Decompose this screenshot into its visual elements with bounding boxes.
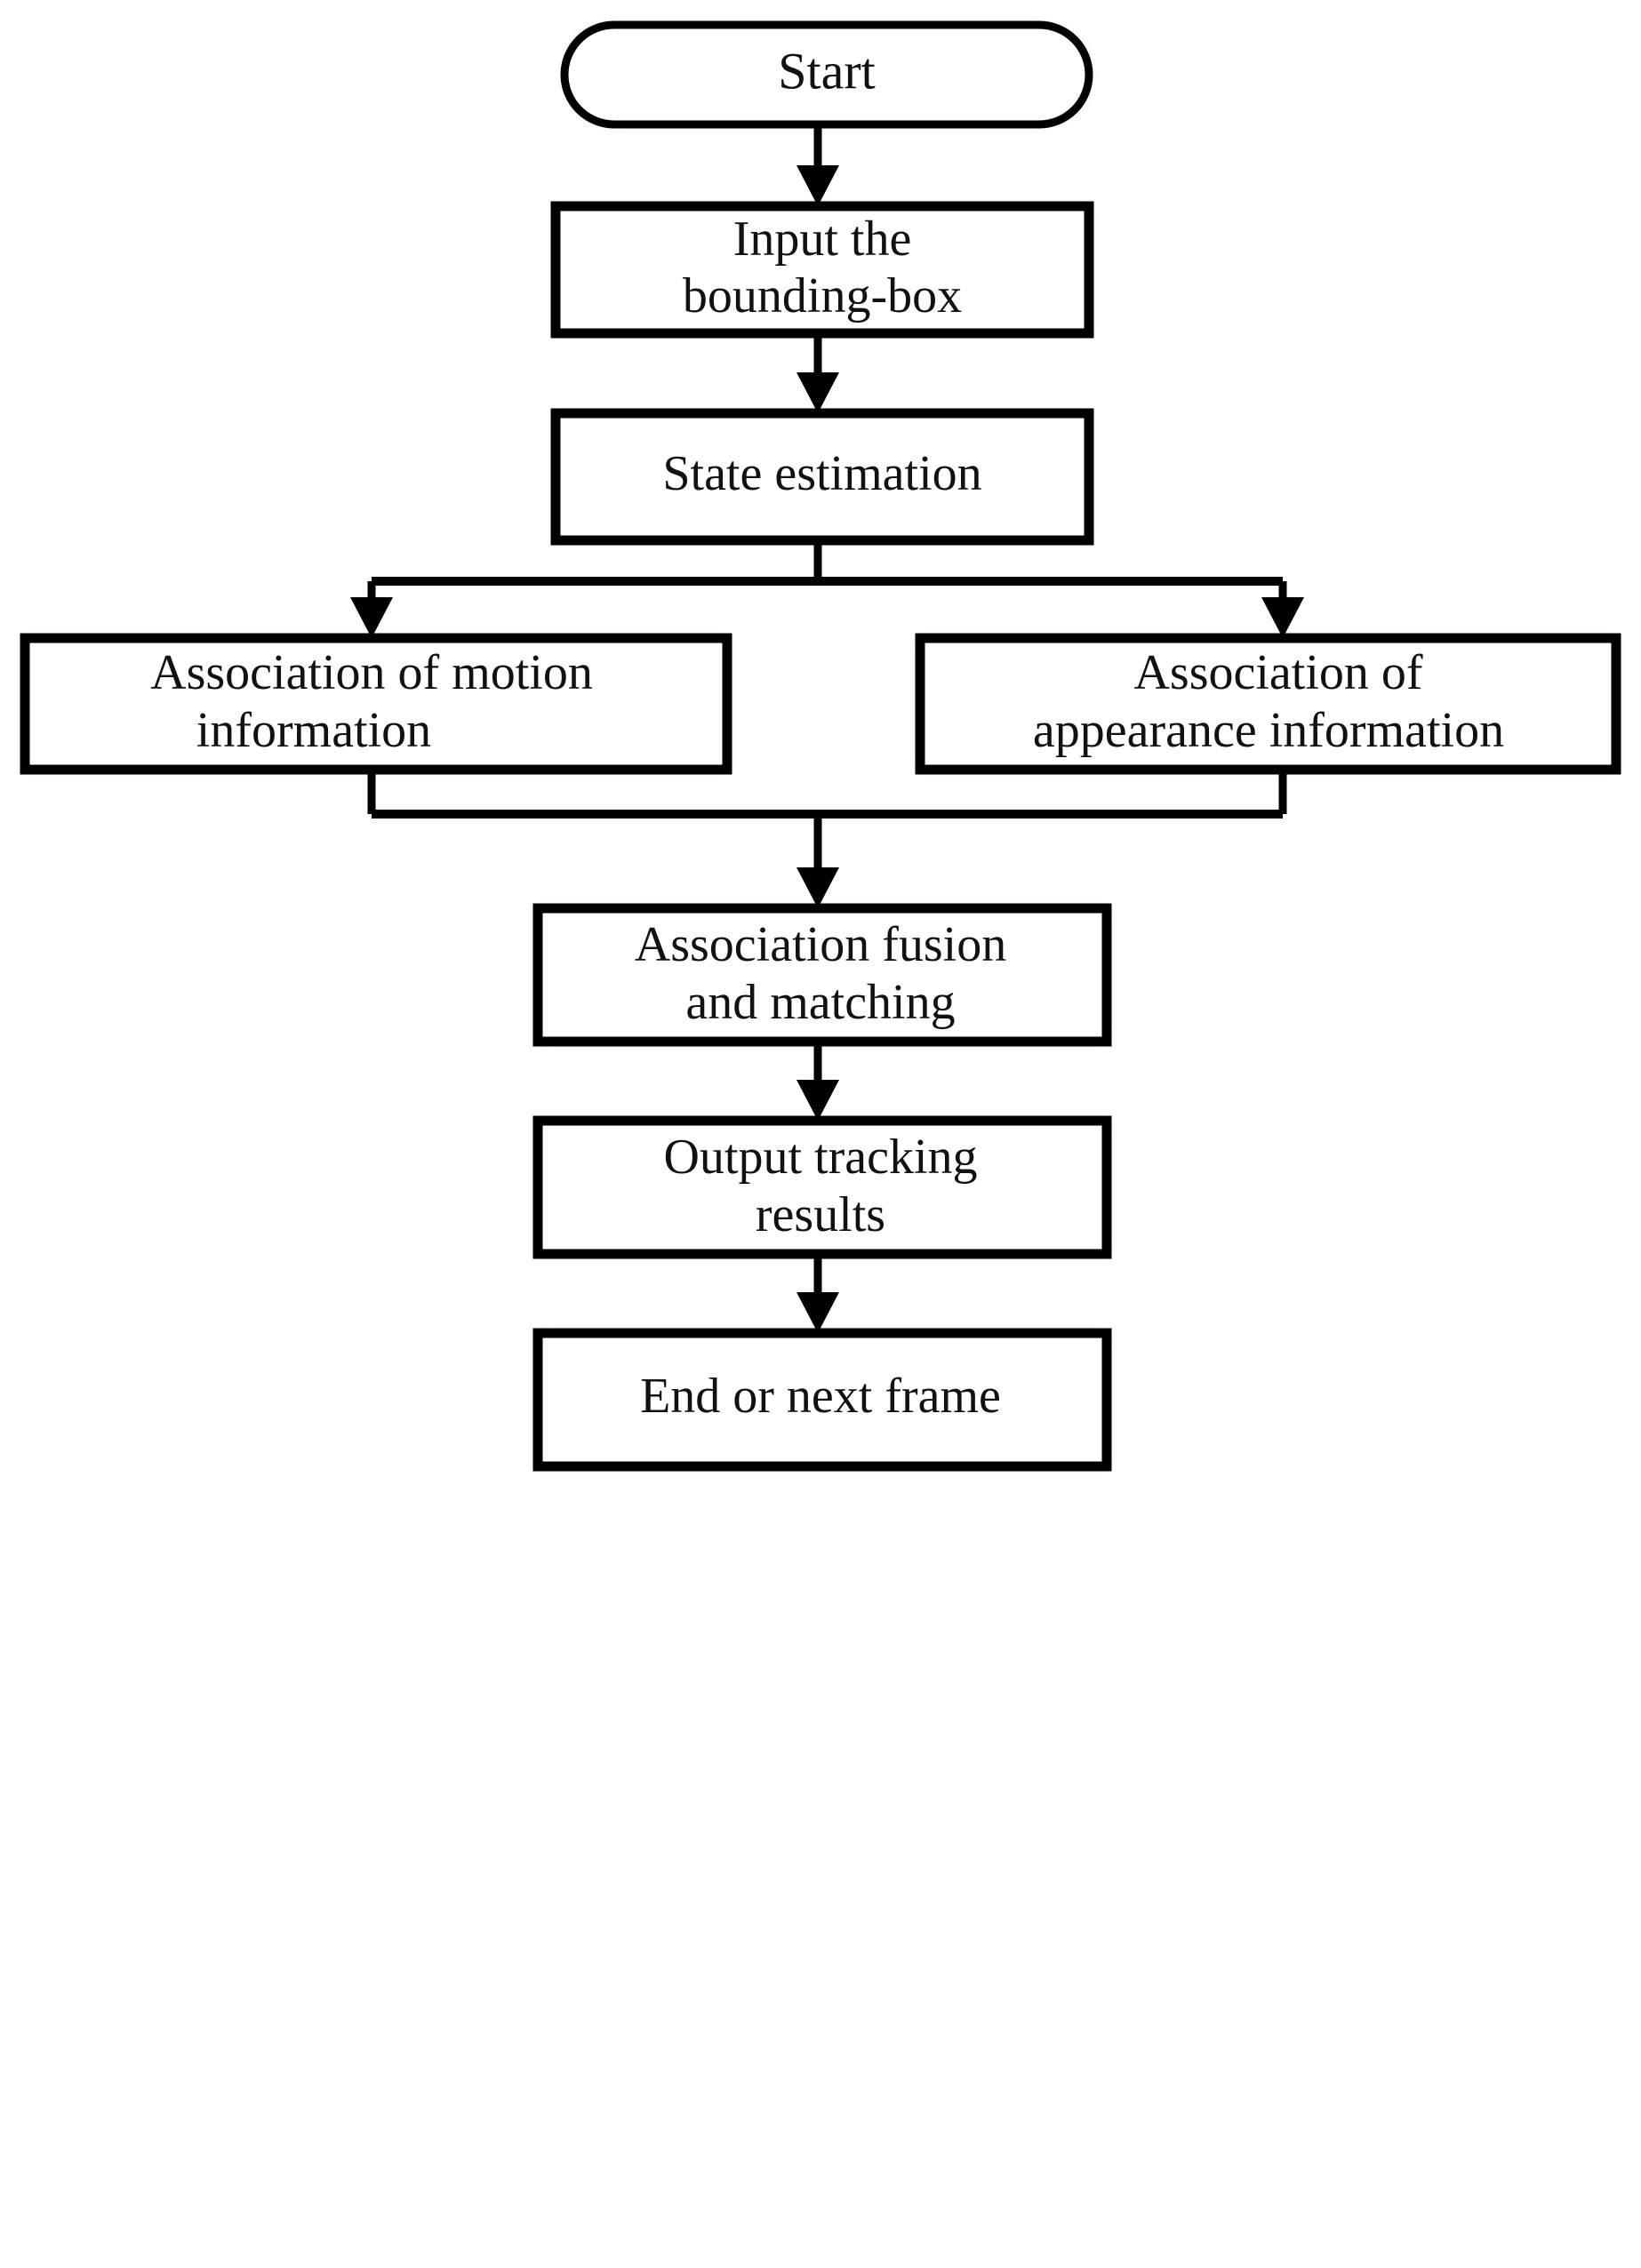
input-bounding-box-shape: [550, 201, 1094, 339]
edge-state-to-branch-bar: [372, 540, 1283, 586]
association-appearance-label-line1: Association of: [1133, 645, 1422, 700]
input-bounding-box-label-line1: Input the: [733, 212, 912, 267]
end-next-frame-shape: [532, 1328, 1112, 1472]
association-fusion-label-line2: and matching: [685, 975, 955, 1030]
node-association-appearance[interactable]: Association of appearance information: [915, 633, 1621, 775]
edge-fusion-to-output: [796, 1042, 839, 1121]
edge-state-to-motion: [350, 581, 393, 638]
association-motion-shape: [20, 633, 732, 775]
output-tracking-shape: [532, 1115, 1112, 1259]
edge-input-to-state: [796, 333, 839, 413]
edge-start-to-input: [796, 124, 839, 206]
state-estimation-label: State estimation: [662, 446, 981, 501]
association-motion-label-line1: Association of motion: [150, 645, 593, 700]
node-start[interactable]: Start: [560, 20, 1093, 129]
edge-merge-to-fusion: [796, 814, 839, 908]
node-state-estimation[interactable]: State estimation: [550, 408, 1094, 546]
edge-output-to-end: [796, 1254, 839, 1333]
start-label: Start: [778, 42, 876, 100]
output-tracking-label-line2: results: [756, 1187, 885, 1242]
association-motion-label-line2: information: [196, 703, 431, 758]
connectors-layer: [350, 124, 1304, 1333]
association-appearance-shape: [915, 633, 1621, 775]
input-bounding-box-label-line2: bounding-box: [683, 268, 962, 323]
output-tracking-label-line1: Output tracking: [663, 1130, 977, 1185]
association-fusion-label-line1: Association fusion: [635, 917, 1006, 972]
node-input-bounding-box[interactable]: Input the bounding-box: [550, 201, 1094, 339]
nodes-layer: Start Input the bounding-box State estim…: [20, 20, 1621, 1472]
association-fusion-shape: [532, 903, 1112, 1047]
node-association-fusion[interactable]: Association fusion and matching: [532, 903, 1112, 1047]
end-next-frame-label: End or next frame: [640, 1369, 1001, 1424]
node-end-next-frame[interactable]: End or next frame: [532, 1328, 1112, 1472]
edge-branches-merge: [367, 770, 1287, 819]
state-estimation-shape: [550, 408, 1094, 546]
start-shape: [560, 20, 1093, 129]
node-output-tracking[interactable]: Output tracking results: [532, 1115, 1112, 1259]
edge-state-to-appearance: [1261, 581, 1304, 638]
association-appearance-label-line2: appearance information: [1033, 703, 1504, 758]
node-association-motion[interactable]: Association of motion information: [20, 633, 732, 775]
